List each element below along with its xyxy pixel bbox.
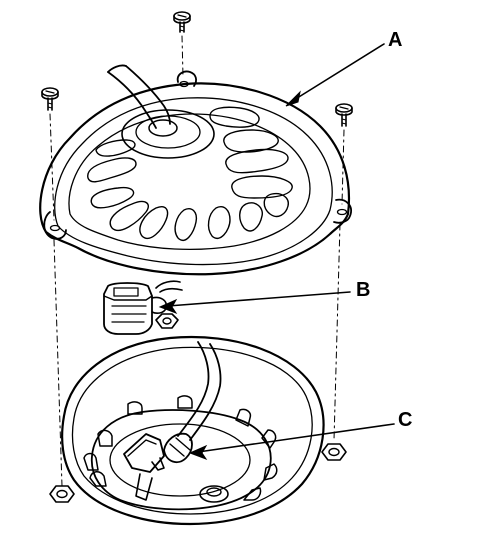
callout-b: B bbox=[356, 279, 370, 301]
leader-b bbox=[158, 291, 351, 315]
alignment-line-right bbox=[333, 223, 341, 441]
nut-middle bbox=[155, 313, 179, 329]
leader-c bbox=[188, 423, 395, 461]
pump-body bbox=[83, 341, 278, 511]
cable bbox=[107, 64, 171, 129]
alignment-line-left bbox=[53, 239, 63, 487]
screw-top bbox=[173, 11, 191, 77]
lower-housing bbox=[61, 336, 325, 526]
leader-a bbox=[285, 43, 385, 107]
cover-plate bbox=[39, 70, 352, 276]
screw-right bbox=[335, 103, 353, 205]
nut-right-lower bbox=[321, 443, 347, 461]
screw-left bbox=[41, 87, 59, 221]
nut-left-lower bbox=[49, 485, 75, 503]
callout-c: C bbox=[398, 409, 412, 431]
callout-a: A bbox=[388, 29, 402, 51]
